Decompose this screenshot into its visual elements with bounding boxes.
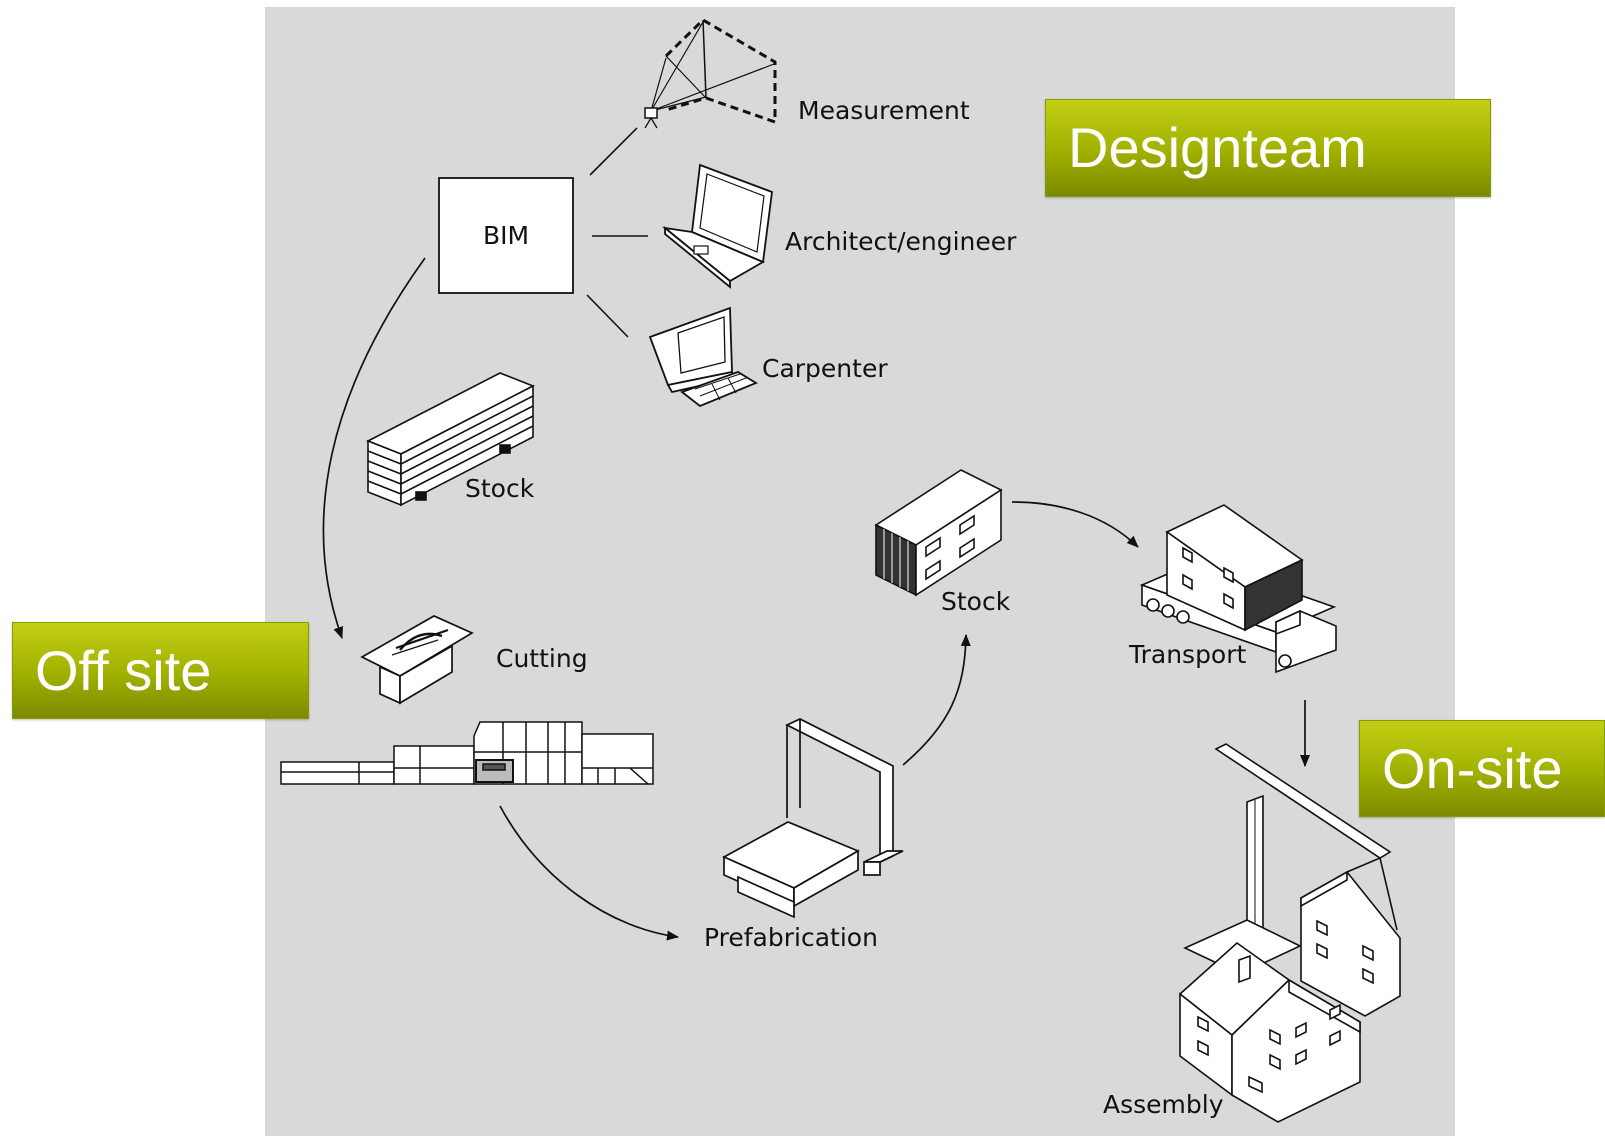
- bim-label: BIM: [483, 221, 529, 250]
- bim-connectors: [586, 127, 648, 338]
- carpenter-label: Carpenter: [762, 354, 888, 383]
- architect-label: Architect/engineer: [785, 227, 1017, 256]
- prefab-to-stock-arrow: [902, 634, 971, 766]
- stock-timber-label: Stock: [465, 474, 535, 503]
- cutting-to-prefab-arrow: [499, 805, 679, 941]
- offsite-tag: Off site: [12, 622, 309, 719]
- stock-panels-label: Stock: [941, 587, 1011, 616]
- assembly-crane-house-icon: [1178, 743, 1401, 1123]
- production-line-icon: [280, 721, 654, 785]
- laptop-icon: [661, 163, 773, 289]
- onsite-tag: On-site: [1359, 720, 1605, 817]
- measurement-house-icon: [644, 18, 777, 129]
- cutting-label: Cutting: [496, 644, 588, 673]
- transport-label: Transport: [1128, 640, 1247, 669]
- designteam-tag: Designteam: [1045, 99, 1491, 197]
- computer-icon: [648, 306, 758, 408]
- bim-to-cutting-arrow: [322, 257, 426, 639]
- timber-stack-icon: [366, 372, 535, 507]
- prefab-gantry-icon: [722, 718, 904, 919]
- prefabrication-label: Prefabrication: [704, 923, 878, 952]
- transport-truck-icon: [1139, 504, 1337, 674]
- wall-panels-icon: [874, 469, 1003, 597]
- bim-box: BIM: [438, 177, 574, 294]
- stock-to-transport-arrow: [1011, 501, 1139, 548]
- saw-table-icon: [360, 615, 474, 705]
- assembly-label: Assembly: [1103, 1090, 1224, 1119]
- measurement-label: Measurement: [798, 96, 970, 125]
